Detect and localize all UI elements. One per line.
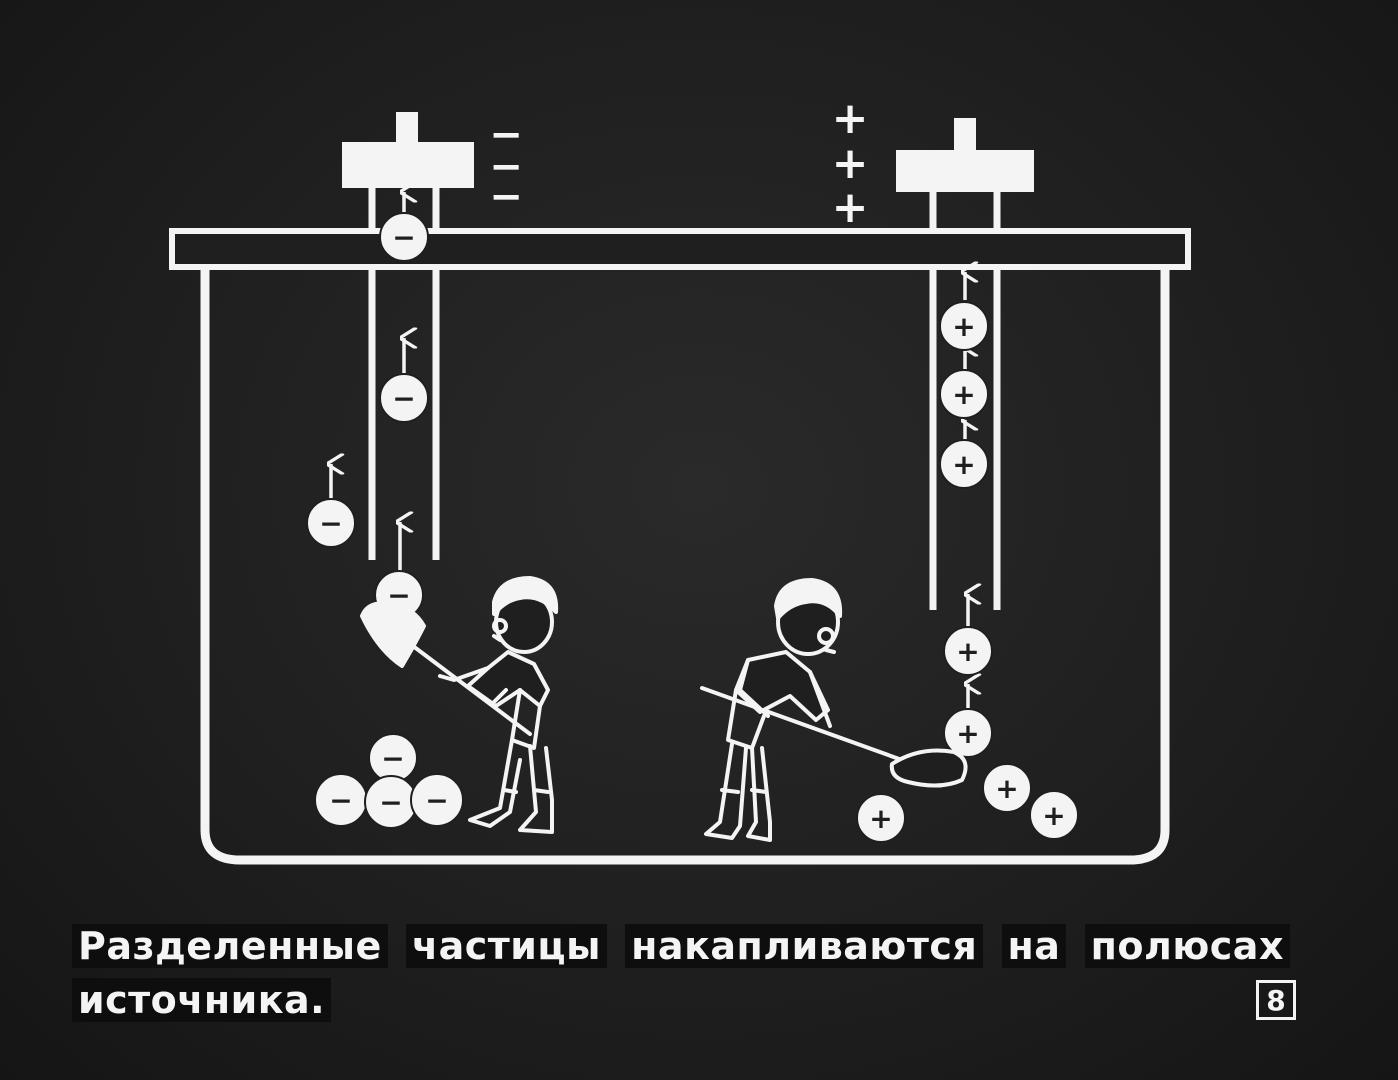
positive-particle: + [856,793,906,843]
positive-particle-sign: + [869,802,892,835]
charge-mark-plus: + [832,182,869,233]
caption-word: полюсах [1084,924,1290,968]
negative-terminal-charges: − − − [489,112,523,220]
negative-particle: − [379,373,429,423]
negative-motion-arrows [331,192,404,572]
positive-particle-sign: + [956,635,979,668]
positive-particles: + + + + + + + + [856,301,1079,843]
negative-particle: − [410,773,464,827]
negative-particle-sign: − [319,507,342,540]
positive-particle-sign: + [952,378,975,411]
negative-particle: − [314,773,368,827]
charge-mark-minus: − [489,174,523,220]
charge-mark-plus: + [832,93,869,144]
frame-number: 8 [1256,980,1296,1020]
positive-particle: + [939,369,989,419]
negative-particle-sign: − [381,742,404,775]
positive-particle: + [939,301,989,351]
positive-particle-sign: + [1042,799,1065,832]
positive-particle-sign: + [995,772,1018,805]
positive-particle: + [943,626,993,676]
charge-mark-minus: − [489,112,523,158]
caption-word: на [1001,924,1067,968]
negative-electrode [368,188,440,560]
caption-line-1: Разделенные частицы накапливаются на пол… [72,924,1290,968]
negative-particle-sign: − [425,784,448,817]
caption-word: источника. [72,978,332,1022]
battery-lid [169,228,1191,270]
charge-mark-plus: + [832,138,869,189]
caption-word: частицы [406,924,607,968]
positive-terminal-charges: + + + [832,93,869,233]
negative-particle-sign: − [392,221,415,254]
positive-terminal [896,118,1034,192]
negative-terminal [342,112,474,188]
negative-particle: − [379,212,429,262]
negative-particle: − [306,498,356,548]
negative-particles: −−−−−−−− [306,212,464,829]
caption-word: Разделенные [72,924,388,968]
positive-particle: + [982,763,1032,813]
negative-particle-sign: − [379,786,402,819]
battery-container [200,265,1170,865]
positive-particle-sign: + [952,448,975,481]
negative-particle-sign: − [329,784,352,817]
caption-word: накапливаются [625,924,984,968]
negative-particle: − [368,733,418,783]
negative-particle-sign: − [392,382,415,415]
positive-particle: + [939,439,989,489]
negative-particle: − [364,775,418,829]
left-boy-with-shovel-figure [360,576,559,834]
positive-particle: + [1029,790,1079,840]
caption-line-2: источника. [72,978,332,1022]
positive-particle: + [943,708,993,758]
right-boy-with-shovel-figure [700,578,968,842]
positive-particle-sign: + [956,717,979,750]
positive-particle-sign: + [952,310,975,343]
positive-electrode [929,192,1001,610]
charge-mark-minus: − [489,144,523,190]
